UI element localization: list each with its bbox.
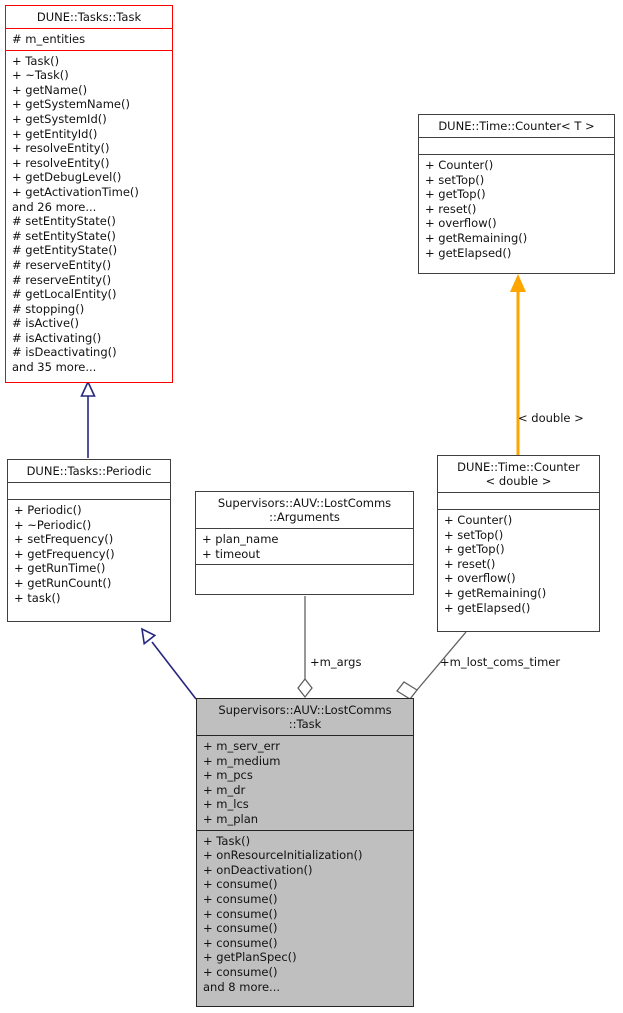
- operation-row: + overflow(): [425, 216, 497, 231]
- operation-row: # getLocalEntity(): [12, 287, 117, 302]
- operation-row: + setTop(): [444, 527, 504, 542]
- operation-row-more: and 35 more...: [12, 360, 97, 375]
- operation-row: + resolveEntity(): [12, 155, 110, 170]
- operation-row: # isDeactivating(): [12, 345, 117, 360]
- operation-row: + getDebugLevel(): [12, 170, 122, 185]
- operation-row: + getPlanSpec(): [203, 950, 297, 965]
- operation-row: + getElapsed(): [425, 245, 512, 260]
- operation-row: + getEntityId(): [12, 126, 98, 141]
- class-title-dune-time-counter-double: DUNE::Time::Counter < double >: [457, 460, 580, 488]
- operation-row: + Periodic(): [14, 503, 82, 517]
- edge-label-m-args: +m_args: [310, 655, 362, 669]
- class-title-dune-tasks-task: DUNE::Tasks::Task: [36, 10, 142, 24]
- attribute-row: + timeout: [202, 546, 261, 561]
- operation-row: + getRunTime(): [14, 561, 106, 576]
- operation-row: # stopping(): [12, 301, 85, 316]
- class-title-lostcomms-task: Supervisors::AUV::LostComms ::Task: [218, 703, 392, 731]
- operation-row: + onDeactivation(): [203, 862, 313, 877]
- operation-row: + reset(): [425, 201, 477, 216]
- operation-row: + setFrequency(): [14, 532, 114, 547]
- operation-row: # reserveEntity(): [12, 257, 112, 272]
- attribute-row: + m_medium: [203, 753, 281, 768]
- operation-row: + consume(): [203, 877, 278, 892]
- operation-row: + setTop(): [425, 172, 485, 187]
- operation-row: # isActive(): [12, 316, 80, 331]
- operation-row: + getElapsed(): [444, 600, 531, 615]
- operation-row: + getRemaining(): [444, 585, 547, 600]
- class-title-dune-time-counter-t: DUNE::Time::Counter< T >: [438, 119, 595, 133]
- class-box-dune-time-counter-double[interactable]: DUNE::Time::Counter < double > + Counter…: [437, 455, 600, 632]
- attribute-row: + plan_name: [202, 532, 279, 546]
- class-operations-dune-time-counter-double: + Counter() + setTop() + getTop() + rese…: [438, 509, 599, 618]
- class-operations-dune-time-counter-t: + Counter() + setTop() + getTop() + rese…: [419, 154, 614, 263]
- operation-row: + resolveEntity(): [12, 141, 110, 156]
- operation-row: # setEntityState(): [12, 228, 116, 243]
- operation-row: + Task(): [12, 53, 60, 68]
- operation-row: # isActivating(): [12, 330, 102, 345]
- inheritance-edge-periodic-to-task: [80, 380, 96, 458]
- operation-row: + getName(): [12, 82, 88, 97]
- class-box-lostcomms-task[interactable]: Supervisors::AUV::LostComms ::Task + m_s…: [196, 698, 414, 1007]
- operation-row: # setEntityState(): [12, 214, 116, 229]
- operation-row: + Task(): [203, 833, 251, 848]
- class-title-lostcomms-arguments: Supervisors::AUV::LostComms ::Arguments: [217, 496, 392, 524]
- class-box-lostcomms-arguments[interactable]: Supervisors::AUV::LostComms ::Arguments …: [195, 491, 414, 595]
- edge-label-template-binding: < double >: [518, 411, 584, 425]
- operation-row: # getEntityState(): [12, 243, 118, 258]
- operation-row: + Counter(): [425, 158, 494, 172]
- operation-row: + ~Task(): [12, 68, 69, 83]
- class-box-dune-tasks-periodic[interactable]: DUNE::Tasks::Periodic + Periodic() + ~Pe…: [7, 459, 171, 622]
- operation-row-more: and 8 more...: [203, 979, 281, 994]
- operation-row: + getSystemName(): [12, 97, 130, 112]
- template-binding-edge: [510, 274, 526, 455]
- operation-row: + getRemaining(): [425, 230, 528, 245]
- class-box-dune-tasks-task[interactable]: DUNE::Tasks::Task # m_entities + Task() …: [5, 5, 173, 383]
- operation-row: + overflow(): [444, 571, 516, 586]
- class-attributes-dune-time-counter-double: [438, 492, 599, 509]
- operation-row-more: and 26 more...: [12, 199, 97, 214]
- operation-row: + consume(): [203, 935, 278, 950]
- operation-row: + consume(): [203, 921, 278, 936]
- operation-row: + ~Periodic(): [14, 517, 92, 532]
- inheritance-edge-lostcommstask-to-periodic: [140, 627, 197, 700]
- operation-row: + Counter(): [444, 513, 513, 527]
- attribute-row: + m_serv_err: [203, 739, 280, 753]
- attribute-row: + m_dr: [203, 782, 246, 797]
- class-attributes-dune-tasks-periodic: [8, 482, 170, 499]
- class-attributes-dune-tasks-task: # m_entities: [6, 28, 172, 50]
- class-attributes-dune-time-counter-t: [419, 137, 614, 154]
- operation-row: + onResourceInitialization(): [203, 848, 363, 863]
- operation-row: + getFrequency(): [14, 546, 115, 561]
- operation-row: + consume(): [203, 964, 278, 979]
- class-operations-lostcomms-task: + Task() + onResourceInitialization() + …: [197, 829, 413, 998]
- class-attributes-lostcomms-arguments: + plan_name + timeout: [196, 528, 413, 564]
- operation-row: # reserveEntity(): [12, 272, 112, 287]
- operation-row: + consume(): [203, 906, 278, 921]
- class-title-dune-tasks-periodic: DUNE::Tasks::Periodic: [26, 464, 152, 478]
- operation-row: + reset(): [444, 556, 496, 571]
- attribute-row: + m_plan: [203, 811, 259, 826]
- class-operations-dune-tasks-task: + Task() + ~Task() + getName() + getSyst…: [6, 49, 172, 378]
- operation-row: + getTop(): [425, 187, 486, 202]
- class-box-dune-time-counter-t[interactable]: DUNE::Time::Counter< T > + Counter() + s…: [418, 114, 615, 274]
- operation-row: + task(): [14, 590, 61, 605]
- edge-label-m-lost-coms-timer: +m_lost_coms_timer: [440, 655, 561, 669]
- operation-row: + getActivationTime(): [12, 184, 139, 199]
- operation-row: + getSystemId(): [12, 111, 107, 126]
- class-attributes-lostcomms-task: + m_serv_err + m_medium + m_pcs + m_dr +…: [197, 735, 413, 830]
- operation-row: + consume(): [203, 891, 278, 906]
- operation-row: + getTop(): [444, 542, 505, 557]
- operation-row: + getRunCount(): [14, 575, 112, 590]
- attribute-row: # m_entities: [12, 32, 86, 46]
- aggregation-edge-m-args: [297, 596, 313, 699]
- attribute-row: + m_pcs: [203, 768, 253, 783]
- class-operations-dune-tasks-periodic: + Periodic() + ~Periodic() + setFrequenc…: [8, 499, 170, 608]
- class-operations-lostcomms-arguments: [196, 564, 413, 581]
- attribute-row: + m_lcs: [203, 797, 249, 812]
